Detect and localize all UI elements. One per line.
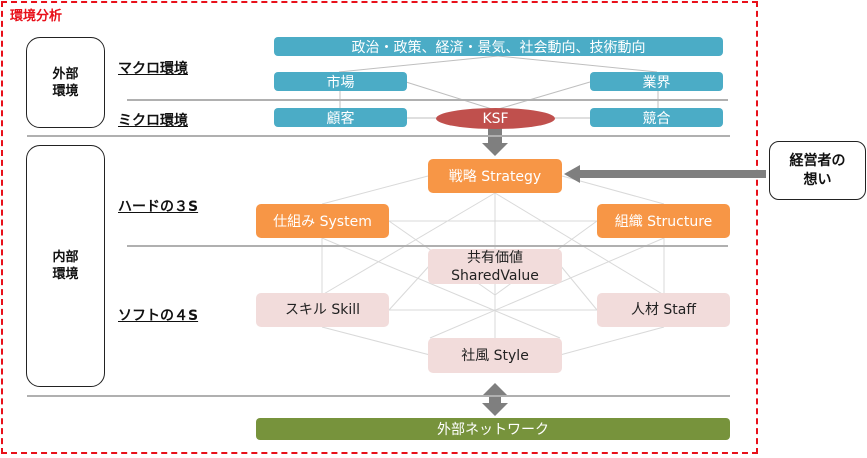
- connector-line: [321, 326, 431, 356]
- industry-box: 業界: [590, 72, 723, 91]
- separator-line: [127, 99, 728, 101]
- system-box: 仕組み System: [256, 204, 389, 238]
- connector-line: [338, 55, 499, 73]
- staff-box: 人材 Staff: [597, 293, 730, 327]
- ksf-ellipse: KSF: [436, 108, 555, 129]
- separator-line: [127, 245, 728, 247]
- category-micro: ミクロ環境: [118, 113, 188, 129]
- internal-environment-label: 内部 環境: [26, 145, 105, 387]
- owner-thoughts-box: 経営者の 想い: [769, 141, 866, 200]
- connector-line: [559, 264, 598, 311]
- connector-line: [429, 237, 665, 339]
- competitor-box: 競合: [590, 108, 723, 127]
- shared-value-box: 共有価値 SharedValue: [428, 249, 562, 284]
- strategy-box: 戦略 Strategy: [428, 159, 562, 193]
- frame-title: 環境分析: [10, 9, 63, 24]
- connector-line: [321, 175, 429, 205]
- external-environment-label: 外部 環境: [26, 37, 105, 128]
- market-box: 市場: [274, 72, 407, 91]
- connector-line: [494, 192, 665, 296]
- connector-line: [494, 81, 591, 111]
- left-arrow-shaft: [578, 170, 766, 178]
- category-macro: マクロ環境: [118, 61, 188, 77]
- style-box: 社風 Style: [428, 338, 562, 373]
- macro-factors-box: 政治・政策、経済・景気、社会動向、技術動向: [274, 37, 723, 56]
- customer-box: 顧客: [274, 108, 407, 127]
- left-arrow-head: [564, 165, 580, 183]
- external-network-bar: 外部ネットワーク: [256, 418, 730, 440]
- category-hard: ハードの３S: [118, 199, 199, 215]
- connector-line: [497, 55, 658, 73]
- environment-analysis-frame: [1, 1, 758, 454]
- connector-line: [321, 237, 561, 339]
- separator-line: [27, 135, 730, 137]
- skill-box: スキル Skill: [256, 293, 389, 327]
- bidirectional-arrow: [482, 383, 508, 416]
- connector-line: [405, 81, 496, 111]
- connector-line: [559, 326, 665, 356]
- down-arrow-head: [482, 143, 508, 156]
- connector-line: [388, 264, 431, 311]
- separator-line: [27, 395, 730, 397]
- connector-line: [321, 192, 496, 296]
- structure-box: 組織 Structure: [597, 204, 730, 238]
- category-soft: ソフトの４S: [118, 308, 199, 324]
